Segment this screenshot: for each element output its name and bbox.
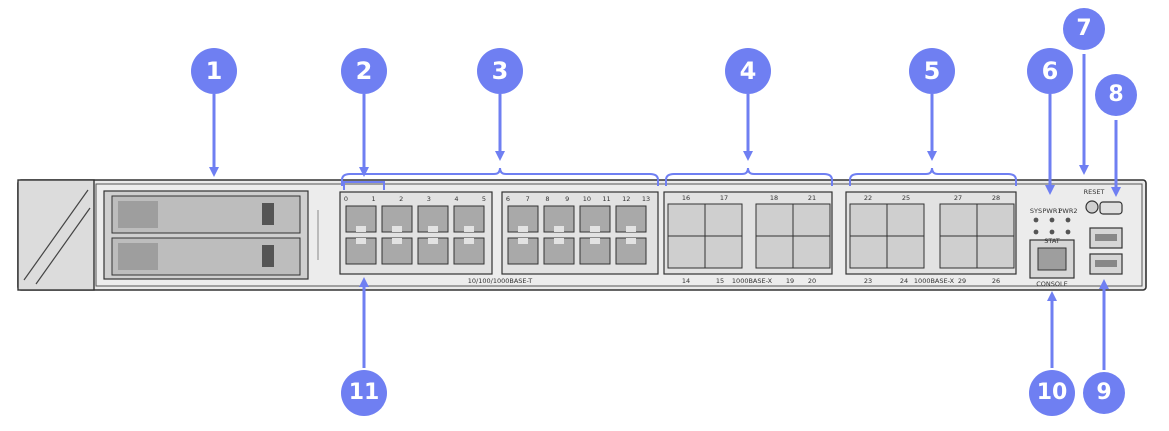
callout-10: 10	[1029, 370, 1075, 416]
sfp-a-bottom-0: 14	[682, 277, 690, 285]
group-brackets	[341, 167, 1017, 190]
sfp-b-bottom-3: 26	[992, 277, 1000, 285]
callout-2: 2	[341, 48, 387, 94]
callout-4: 4	[725, 48, 771, 94]
rj45-port-number: 1	[372, 195, 376, 203]
rj45-port-latch	[626, 238, 636, 244]
sfp-a-top-2: 18	[770, 194, 778, 202]
led-label-sys: SYS	[1030, 207, 1042, 215]
led-label-pwr2: PWR2	[1059, 207, 1078, 215]
rj45-port-number: 12	[622, 195, 630, 203]
rj45-port-latch	[392, 238, 402, 244]
sfp-a-bottom-1: 15	[716, 277, 724, 285]
rj45-port-number: 6	[506, 195, 510, 203]
callout-8: 8	[1095, 74, 1137, 116]
rj45-port-number: 2	[399, 195, 403, 203]
rj45-port-latch	[464, 226, 474, 232]
sfp-b-bottom-2: 29	[958, 277, 966, 285]
console-label: CONSOLE	[1036, 280, 1068, 288]
rj45-port-latch	[590, 226, 600, 232]
rj45-port-latch	[392, 226, 402, 232]
bracket-2	[343, 181, 385, 190]
bracket-4	[665, 167, 833, 186]
status-led-area	[1033, 217, 1071, 235]
rj45-port-number: 11	[602, 195, 610, 203]
rj45-port-latch	[356, 226, 366, 232]
rj45-port-latch	[554, 226, 564, 232]
bracket-5	[849, 167, 1017, 186]
panel-text: 10/100/1000BASE-T 1000BASE-X 1000BASE-X …	[468, 188, 1105, 288]
sfp-b-top-0: 22	[864, 194, 872, 202]
rj45-port-number: 4	[454, 195, 458, 203]
rj45-port-latch	[518, 238, 528, 244]
bracket-3	[341, 167, 659, 186]
rj45-port-number: 0	[344, 195, 348, 203]
rj45-port-latch	[428, 238, 438, 244]
callout-3: 3	[477, 48, 523, 94]
callout-6: 6	[1027, 48, 1073, 94]
micro-usb-port	[1099, 201, 1123, 215]
console-port	[1029, 239, 1075, 279]
callout-1: 1	[191, 48, 237, 94]
callout-7: 7	[1063, 8, 1105, 50]
sfp-block-a	[663, 191, 833, 275]
sfp-b-top-1: 25	[902, 194, 910, 202]
sfp-b-caption: 1000BASE-X	[914, 277, 955, 285]
power-supply-slots	[103, 190, 319, 280]
sfp-a-top-1: 17	[720, 194, 728, 202]
rj45-block-b: 6 7 8 9 10 11 12 13	[501, 191, 659, 275]
rj45-port-latch	[356, 238, 366, 244]
led-label-pwr1: PWR1	[1043, 207, 1062, 215]
sfp-a-top-3: 21	[808, 194, 816, 202]
rack-ear	[17, 179, 95, 291]
rj45-port-number: 5	[482, 195, 486, 203]
sfp-b-top-2: 27	[954, 194, 962, 202]
sfp-a-top-0: 16	[682, 194, 690, 202]
callout-arrows	[209, 54, 1121, 370]
sfp-b-top-3: 28	[992, 194, 1000, 202]
sfp-block-b	[845, 191, 1017, 275]
rj45-port-number: 10	[583, 195, 591, 203]
rj45-caption: 10/100/1000BASE-T	[468, 277, 532, 285]
sfp-a-bottom-2: 19	[786, 277, 794, 285]
callout-9: 9	[1083, 372, 1125, 414]
sfp-a-caption: 1000BASE-X	[732, 277, 773, 285]
rj45-port-number: 7	[526, 195, 530, 203]
reset-button	[1085, 200, 1099, 214]
stat-label: STAT	[1044, 237, 1060, 245]
rj45-port-latch	[428, 226, 438, 232]
sfp-a-bottom-3: 20	[808, 277, 816, 285]
callout-11: 11	[341, 370, 387, 416]
rj45-port-number: 13	[642, 195, 650, 203]
callout-5: 5	[909, 48, 955, 94]
rj45-port-number: 9	[565, 195, 569, 203]
rj45-port-latch	[464, 238, 474, 244]
rj45-port-latch	[518, 226, 528, 232]
sfp-b-bottom-0: 23	[864, 277, 872, 285]
reset-label: RESET	[1084, 188, 1105, 196]
rj45-port-number: 3	[427, 195, 431, 203]
rj45-port-number: 8	[545, 195, 549, 203]
usb-ports	[1089, 227, 1123, 275]
rj45-port	[543, 237, 575, 265]
rj45-port-latch	[626, 226, 636, 232]
sfp-b-bottom-1: 24	[900, 277, 908, 285]
rj45-port-latch	[554, 238, 564, 244]
rj45-port-latch	[590, 238, 600, 244]
rj45-block-a: 0 1 2 3 4 5	[339, 191, 493, 275]
